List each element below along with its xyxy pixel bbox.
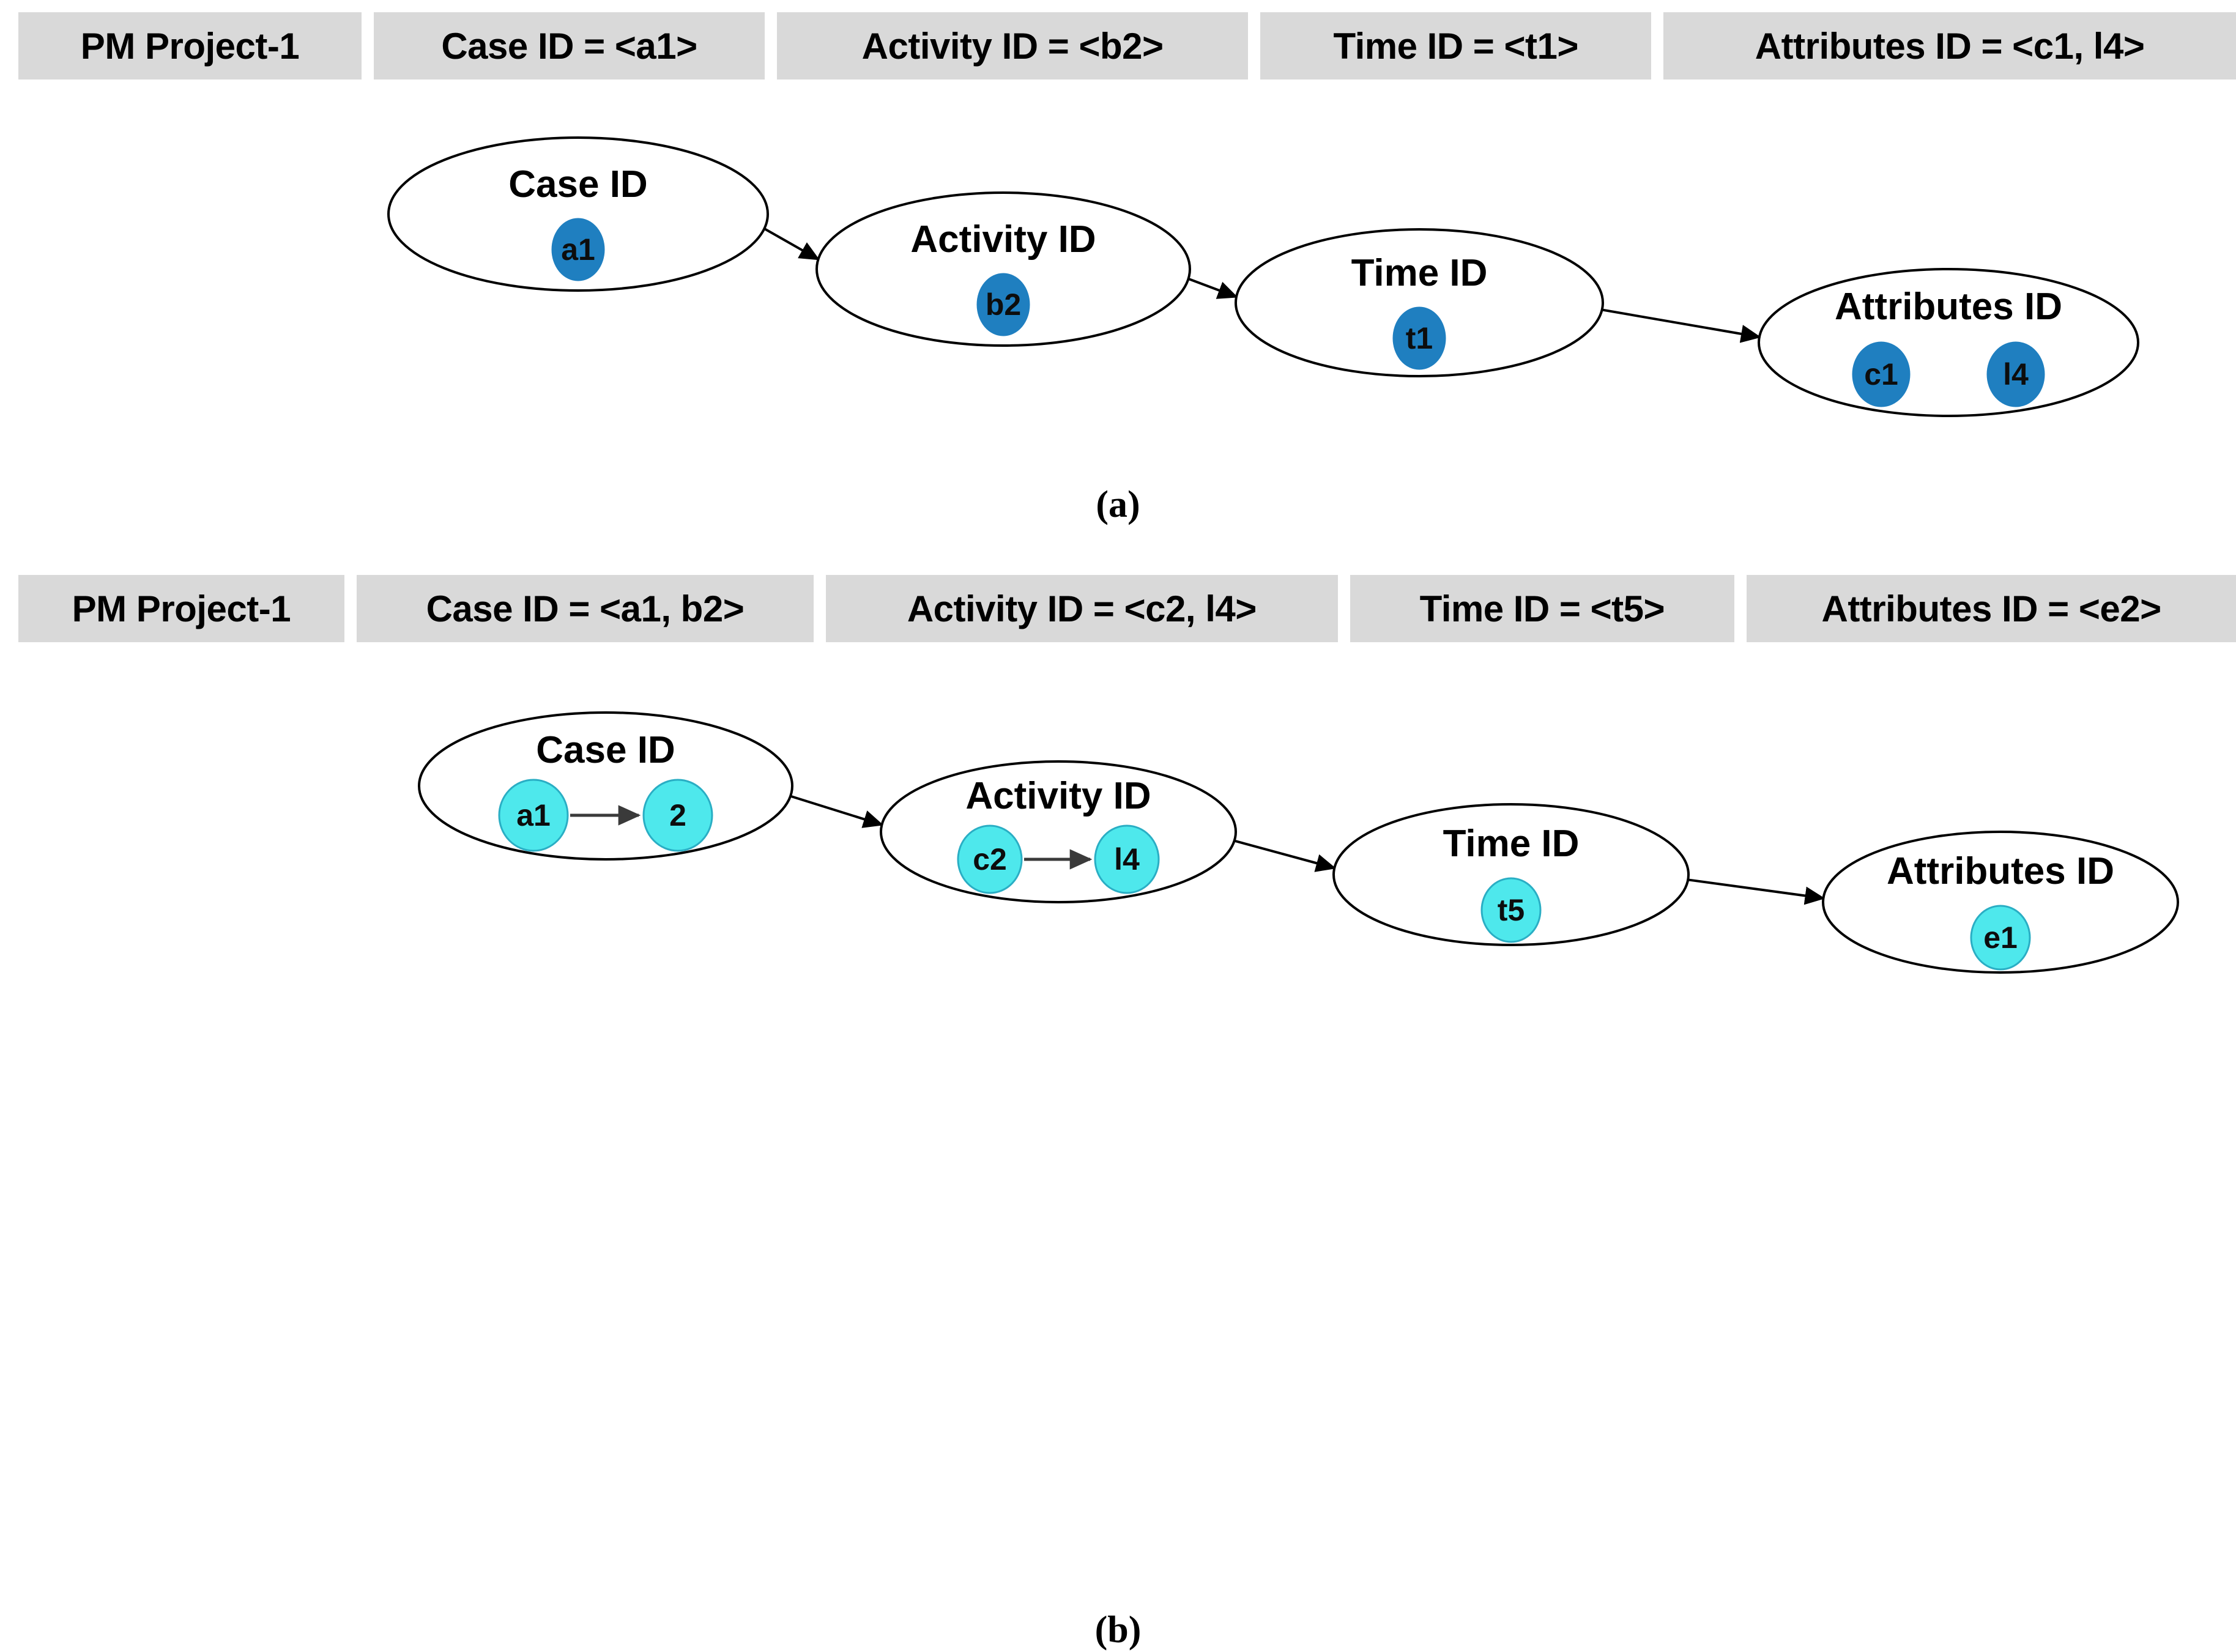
chip-gap	[362, 12, 374, 80]
entity-ellipse-shape	[1332, 803, 1690, 946]
header-chip-row-a: PM Project-1 Case ID = <a1> Activity ID …	[0, 12, 2236, 80]
chip-activity-id-b[interactable]: Activity ID = <c2, l4>	[826, 575, 1338, 642]
token-label: l4	[1114, 842, 1140, 876]
edge-arrow	[754, 222, 820, 261]
token-circle[interactable]	[498, 779, 569, 852]
entity-ellipse[interactable]: Case ID a1	[387, 136, 769, 292]
token-label: l4	[2003, 357, 2029, 391]
token-label: t5	[1498, 893, 1525, 927]
token-circle[interactable]	[1986, 341, 2045, 407]
chip-gap	[1734, 575, 1747, 642]
entity-ellipse-shape	[815, 191, 1191, 347]
chip-gap	[344, 575, 357, 642]
chip-case-id-a[interactable]: Case ID = <a1>	[374, 12, 765, 80]
entity-ellipse[interactable]: Time ID t1	[1235, 228, 1604, 377]
token-circle[interactable]	[1852, 341, 1911, 407]
entity-title: Activity ID	[910, 218, 1096, 261]
chip-time-id-b[interactable]: Time ID = <t5>	[1350, 575, 1735, 642]
entity-title: Activity ID	[965, 775, 1151, 817]
panel-caption-a: (a)	[1096, 484, 1140, 525]
entity-title: Time ID	[1443, 823, 1580, 865]
entity-title: Attributes ID	[1887, 850, 2114, 892]
entity-title: Case ID	[508, 163, 647, 206]
entity-ellipse[interactable]: Case ID a1 2	[418, 711, 793, 861]
token-label: 2	[669, 798, 686, 832]
edge-arrow	[1224, 837, 1337, 872]
row-lead-spacer-a	[0, 12, 18, 80]
token-label: c1	[1864, 357, 1898, 391]
token-label: b2	[986, 287, 1021, 322]
entity-ellipse-shape	[1235, 228, 1604, 377]
token-circle[interactable]	[1970, 905, 2031, 971]
token-circle[interactable]	[1094, 824, 1160, 894]
token-label: t1	[1406, 321, 1433, 355]
token-label: a1	[516, 798, 551, 832]
entity-title: Time ID	[1351, 252, 1488, 294]
edge-arrow	[1591, 306, 1761, 343]
chip-gap	[765, 12, 777, 80]
token-circle[interactable]	[1480, 877, 1542, 943]
token-label: a1	[561, 232, 595, 267]
chip-gap	[814, 575, 826, 642]
token-circle[interactable]	[976, 273, 1030, 336]
token-circle[interactable]	[957, 824, 1023, 894]
chip-attributes-id-b[interactable]: Attributes ID = <e2>	[1747, 575, 2236, 642]
chip-case-id-b[interactable]: Case ID = <a1, b2>	[356, 575, 814, 642]
diagram-panel-a: PM Project-1 Case ID = <a1> Activity ID …	[0, 0, 2236, 563]
entity-ellipse[interactable]: Activity ID c2 l4	[880, 760, 1237, 903]
entity-ellipse[interactable]: Attributes ID c1 l4	[1758, 268, 2139, 417]
token-label: e1	[1983, 920, 2018, 955]
entity-title: Attributes ID	[1835, 286, 2062, 328]
entity-title: Case ID	[536, 729, 675, 771]
chip-attributes-id-a[interactable]: Attributes ID = <c1, l4>	[1663, 12, 2236, 80]
panel-caption-b: (b)	[1094, 1609, 1142, 1651]
chip-project-b[interactable]: PM Project-1	[18, 575, 344, 642]
entity-ellipse[interactable]: Attributes ID e1	[1822, 831, 2179, 974]
diagram-panel-b: PM Project-1 Case ID = <a1, b2> Activity…	[0, 563, 2236, 1651]
edge-arrow	[779, 791, 884, 828]
edge-arrow	[1677, 877, 1826, 905]
chip-gap	[1338, 575, 1350, 642]
chip-project-a[interactable]: PM Project-1	[18, 12, 362, 80]
diagram-canvas-a: Case ID a1 Activity ID b2 Time ID t1 Attribute…	[0, 86, 2236, 477]
entity-ellipse[interactable]: Activity ID b2	[815, 191, 1191, 347]
diagram-canvas-b: Case ID a1 2 Activity ID c2 l4 Time ID t5 Attrib…	[0, 648, 2236, 1040]
header-chip-row-b: PM Project-1 Case ID = <a1, b2> Activity…	[0, 575, 2236, 642]
token-circle[interactable]	[642, 779, 713, 852]
token-circle[interactable]	[1392, 306, 1446, 370]
chip-gap	[1651, 12, 1663, 80]
chip-gap	[1248, 12, 1260, 80]
diagram-svg-a: Case ID a1 Activity ID b2 Time ID t1 Attribute…	[387, 136, 2139, 417]
entity-ellipse-shape	[387, 136, 769, 292]
chip-activity-id-a[interactable]: Activity ID = <b2>	[776, 12, 1249, 80]
token-label: c2	[973, 842, 1007, 876]
entity-ellipse[interactable]: Time ID t5	[1332, 803, 1690, 946]
row-lead-spacer-b	[0, 575, 18, 642]
chip-time-id-a[interactable]: Time ID = <t1>	[1260, 12, 1652, 80]
token-circle[interactable]	[551, 218, 605, 281]
entity-ellipse-shape	[1822, 831, 2179, 974]
diagram-svg-b: Case ID a1 2 Activity ID c2 l4 Time ID t5 Attrib…	[418, 711, 2179, 974]
